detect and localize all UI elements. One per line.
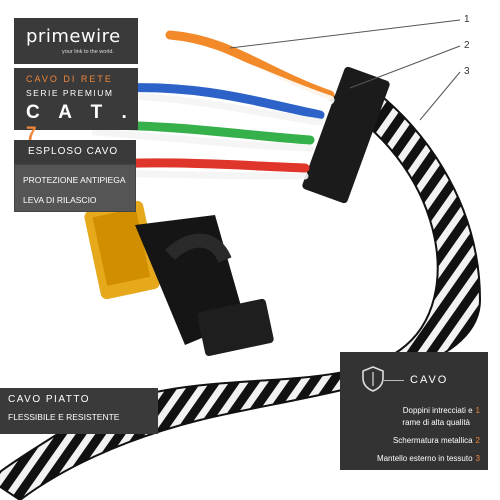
- cavo-row-3-num: 2: [475, 436, 480, 445]
- flat-cable-box: CAVO PIATTO FLESSIBILE E RESISTENTE: [0, 388, 158, 434]
- explode-heading: ESPLOSO CAVO: [28, 146, 119, 157]
- explode-items-box: PROTEZIONE ANTIPIEGA LEVA DI RILASCIO: [14, 164, 136, 212]
- title-box: CAVO DI RETE SERIE PREMIUM C A T . 7: [14, 68, 138, 145]
- explode-item-2: LEVA DI RILASCIO: [23, 195, 97, 205]
- cavo-row-4-text: Mantello esterno in tessuto: [376, 454, 473, 463]
- explode-heading-box: ESPLOSO CAVO: [14, 140, 136, 164]
- flat-subheading: FLESSIBILE E RESISTENTE: [8, 412, 120, 422]
- shield-icon: [362, 366, 384, 392]
- flat-cable: [0, 78, 482, 500]
- flat-heading: CAVO PIATTO: [8, 394, 91, 405]
- cavo-divider: [384, 380, 404, 381]
- cavo-heading: CAVO: [410, 374, 449, 386]
- title-line3: C A T . 7: [26, 102, 138, 146]
- callout-2: 2: [464, 40, 470, 51]
- brand-logo: primewire: [26, 26, 121, 47]
- rj45-plug: [84, 200, 274, 356]
- brand-box: primewire your link to the world.: [14, 18, 138, 64]
- cable-end: [302, 66, 390, 204]
- title-line2: SERIE PREMIUM: [26, 88, 114, 98]
- cavo-row-1-text: Doppini intrecciati e: [402, 406, 473, 415]
- callout-3: 3: [464, 66, 470, 77]
- cavo-row-2-text: rame di alta qualità: [402, 418, 470, 427]
- cavo-row-1-num: 1: [475, 406, 480, 415]
- title-line3-prefix: C A T .: [26, 102, 134, 123]
- cavo-row-3-text: Schermatura metallica: [392, 436, 473, 445]
- explode-item-1: PROTEZIONE ANTIPIEGA: [23, 175, 126, 185]
- brand-tagline: your link to the world.: [62, 49, 114, 55]
- callout-1: 1: [464, 14, 470, 25]
- cavo-row-2: rame di alta qualità: [402, 418, 470, 427]
- cavo-row-4-num: 3: [475, 454, 480, 463]
- title-line1: CAVO DI RETE: [26, 74, 113, 84]
- title-line3-suffix: 7: [26, 124, 44, 145]
